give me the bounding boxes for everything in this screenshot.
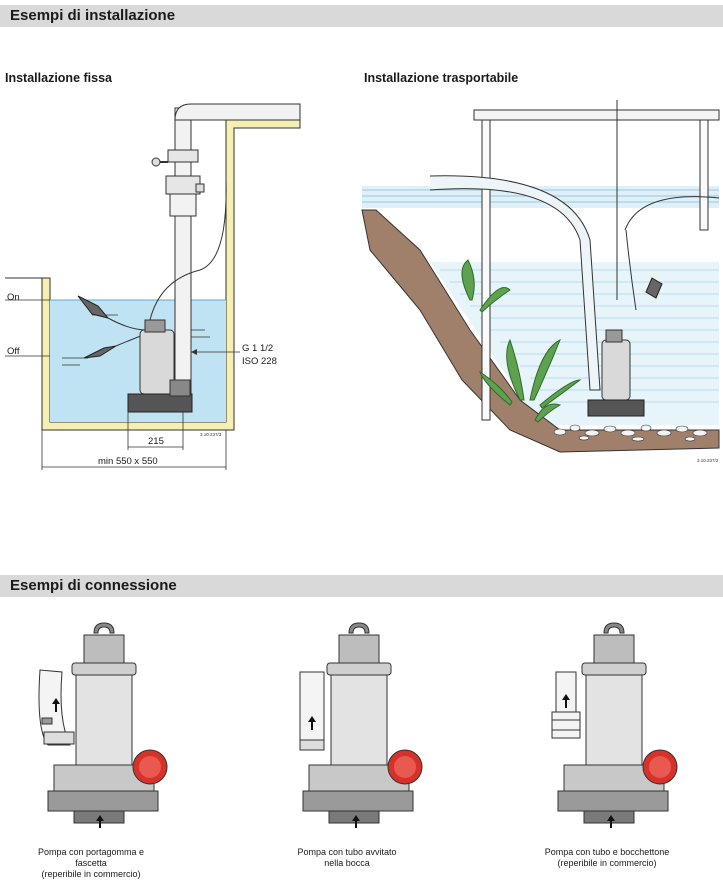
caption-3-line-2: (reperibile in commercio) xyxy=(557,858,657,868)
caption-1-line-1: Pompa con portagomma e xyxy=(37,847,145,857)
on-level-label: On xyxy=(7,292,20,303)
iso-label: ISO 228 xyxy=(242,356,277,367)
thread-label: G 1 1/2 xyxy=(242,343,274,354)
caption-1-line-3: (reperibile in commercio) xyxy=(41,869,141,879)
portable-drawing-code: 3.10.237/3 xyxy=(697,458,719,463)
connection-pump-1 xyxy=(47,622,168,824)
caption-1-line-2: fascetta xyxy=(75,858,107,868)
dimension-min-basin: min 550 x 550 xyxy=(98,456,158,467)
fixed-drawing-code: 3.10.237/3 xyxy=(200,432,222,437)
fixed-installation-title: Installazione fissa xyxy=(5,71,112,85)
installation-section-title: Esempi di installazione xyxy=(10,7,176,24)
portable-installation-title: Installazione trasportabile xyxy=(364,71,519,85)
dimension-215: 215 xyxy=(148,436,164,447)
caption-2-line-1: Pompa con tubo avvitato xyxy=(297,847,397,857)
installation-section-header: Esempi di installazione xyxy=(0,5,723,27)
connection-caption-1: Pompa con portagomma e fascetta (reperib… xyxy=(6,847,176,880)
connection-section-title: Esempi di connessione xyxy=(10,577,177,594)
caption-3-line-1: Pompa con tubo e bocchettone xyxy=(544,847,670,857)
connection-caption-3: Pompa con tubo e bocchettone (reperibile… xyxy=(522,847,692,869)
connection-caption-2: Pompa con tubo avvitato nella bocca xyxy=(262,847,432,869)
off-level-label: Off xyxy=(7,346,20,357)
caption-2-line-2: nella bocca xyxy=(324,858,370,868)
connection-section-header: Esempi di connessione xyxy=(0,575,723,597)
